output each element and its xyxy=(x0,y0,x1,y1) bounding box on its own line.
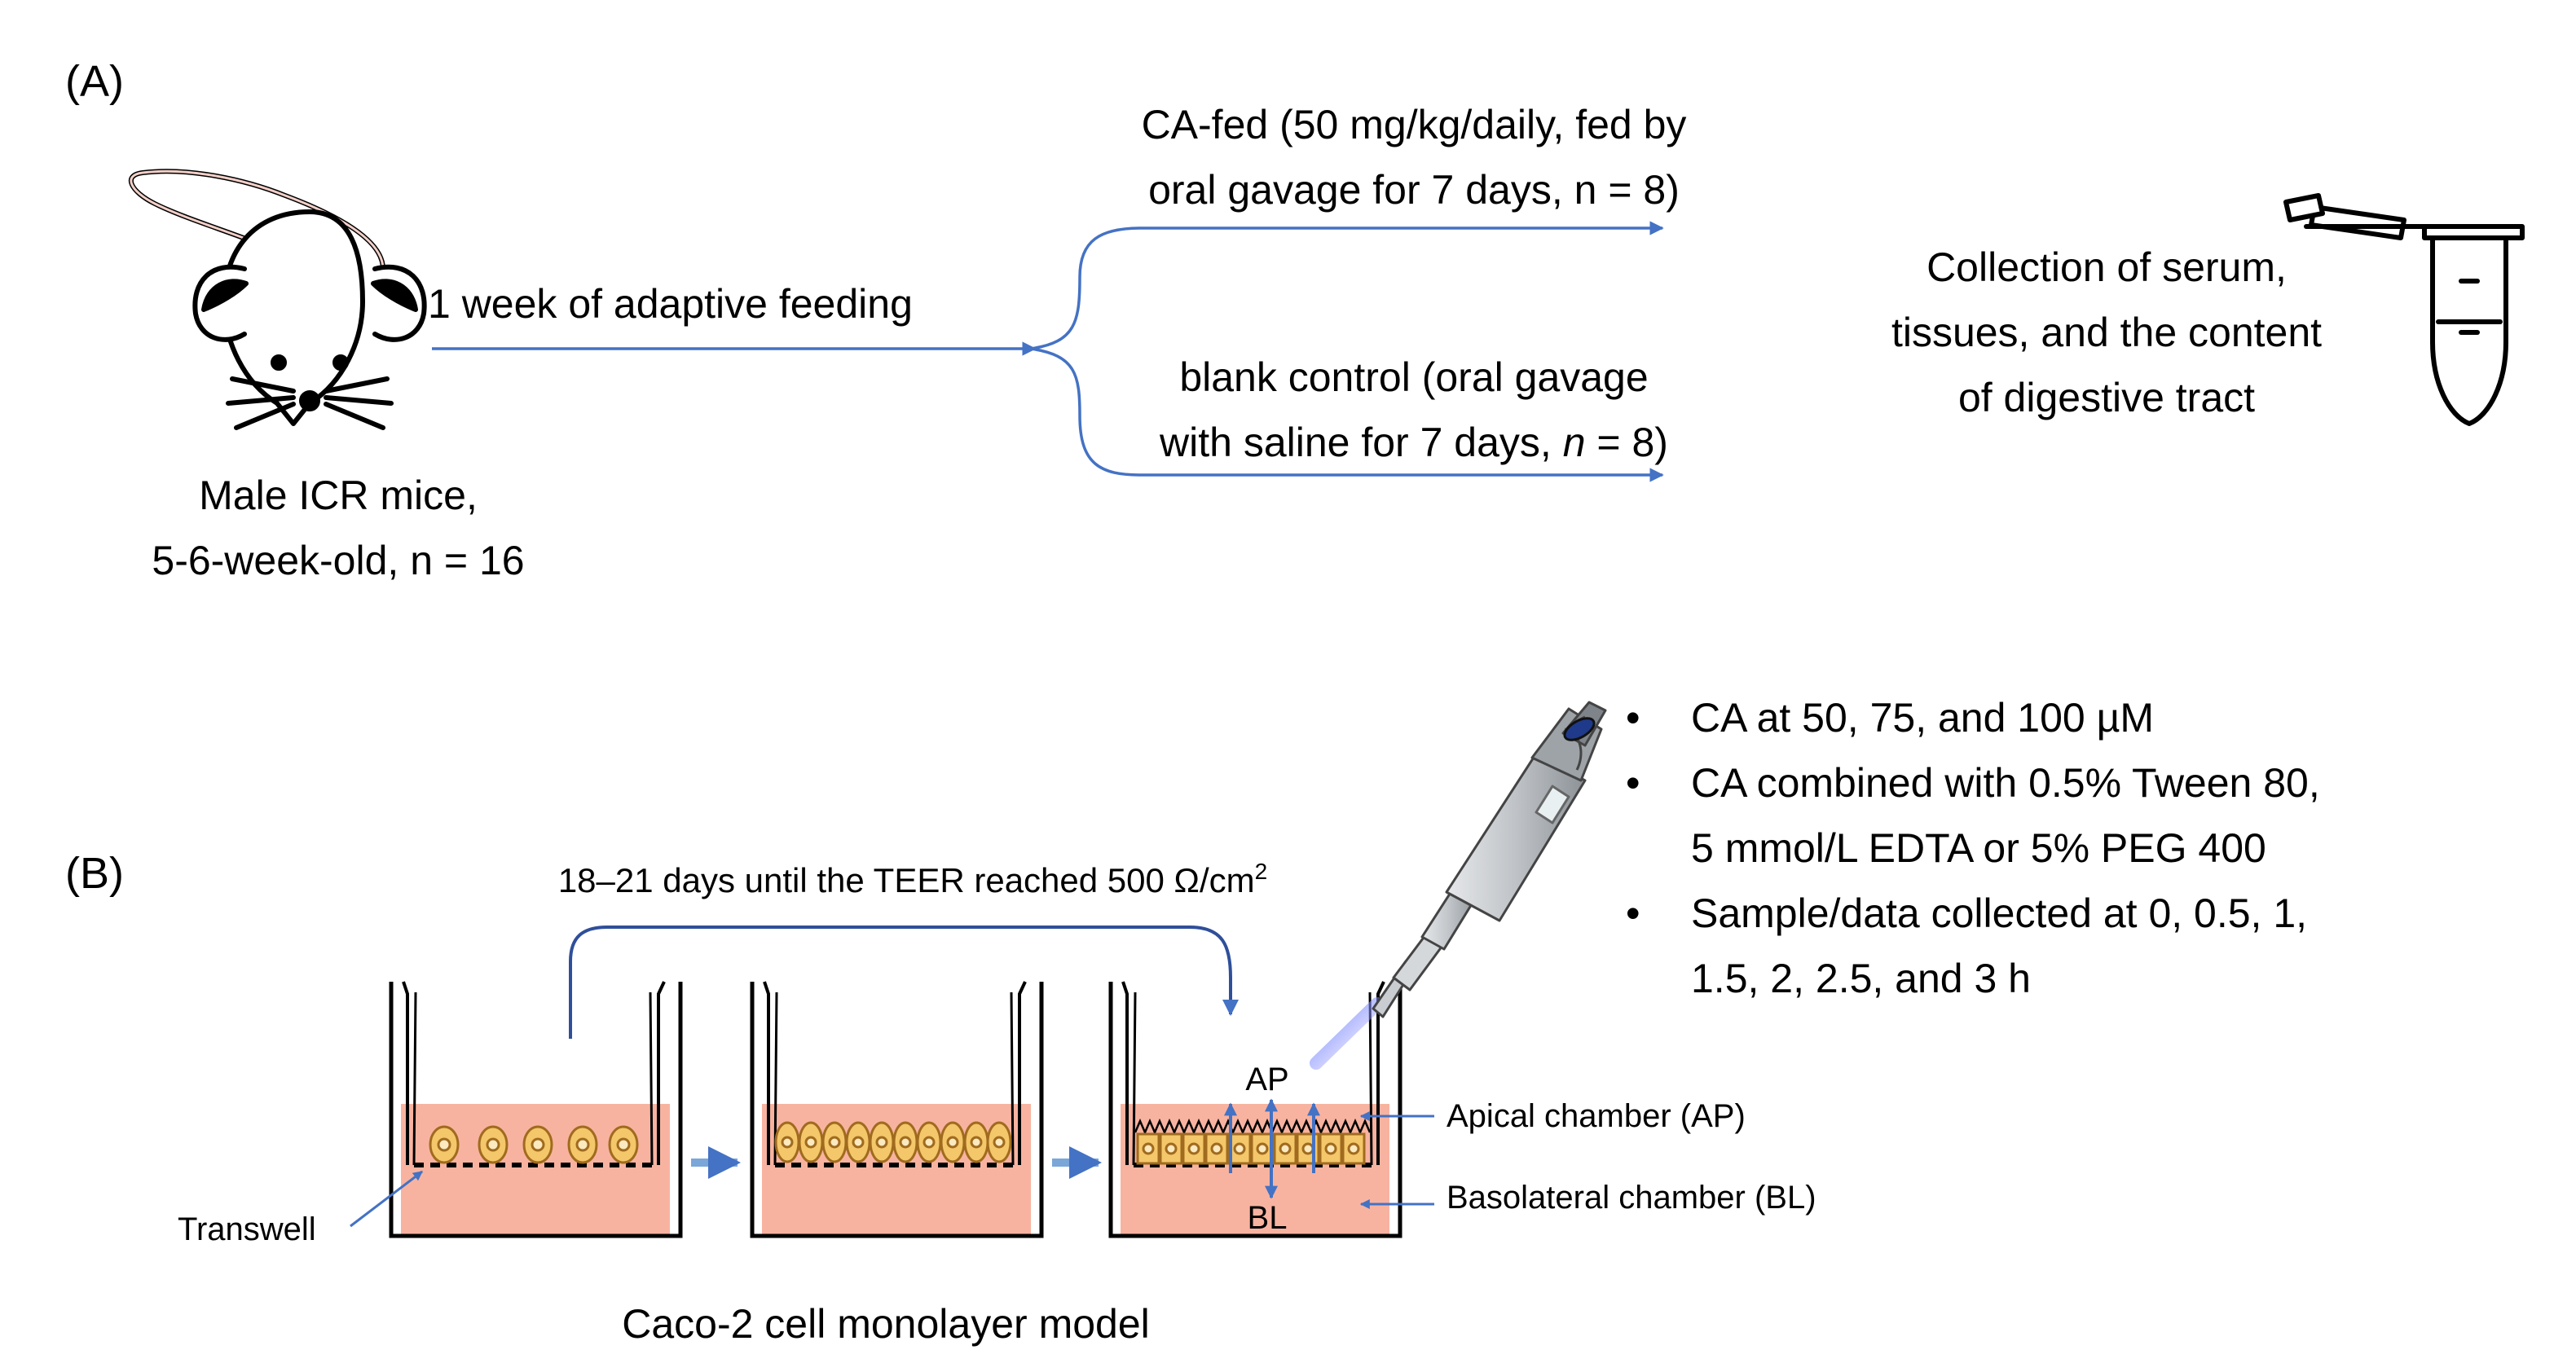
basolateral-chamber-label: Basolateral chamber (BL) xyxy=(1447,1180,1816,1216)
transwell-2 xyxy=(750,981,1044,1238)
pipette-icon xyxy=(1310,701,1607,1070)
blank-control-n: n xyxy=(1563,420,1586,465)
bullet-2-line-2: 5 mmol/L EDTA or 5% PEG 400 xyxy=(1691,825,2266,871)
bullet-list: • CA at 50, 75, and 100 µM • CA combined… xyxy=(1626,695,2320,1001)
ap-label: AP xyxy=(1245,1062,1288,1097)
transwell-1 xyxy=(389,981,683,1238)
bullet-1-line-1: CA at 50, 75, and 100 µM xyxy=(1691,695,2154,741)
monolayer-cells xyxy=(1136,1132,1366,1165)
blank-control-suffix: = 8) xyxy=(1586,420,1668,465)
transwell-3 xyxy=(1108,981,1402,1238)
dense-cells xyxy=(774,1121,1012,1163)
caco2-caption: Caco-2 cell monolayer model xyxy=(622,1301,1150,1347)
bullet-3-line-1: Sample/data collected at 0, 0.5, 1, xyxy=(1691,890,2307,936)
blank-control-line-2: with saline for 7 days, n = 8) xyxy=(1159,420,1668,465)
mouse-caption-line-1: Male ICR mice, xyxy=(199,473,478,518)
blank-control-prefix: with saline for 7 days, xyxy=(1159,420,1563,465)
bullet-dot-2: • xyxy=(1626,760,1640,806)
ca-fed-branch-arrow xyxy=(1030,221,1664,350)
sparse-cells xyxy=(429,1125,639,1164)
transwell-label: Transwell xyxy=(178,1211,316,1247)
bullet-2-line-1: CA combined with 0.5% Tween 80, xyxy=(1691,760,2320,806)
bullet-3-line-2: 1.5, 2, 2.5, and 3 h xyxy=(1691,956,2031,1001)
collection-line-2: tissues, and the content xyxy=(1891,310,2322,355)
teer-superscript: 2 xyxy=(1255,859,1268,884)
adaptive-feeding-label: 1 week of adaptive feeding xyxy=(428,281,913,327)
tube-icon xyxy=(2283,193,2525,426)
collection-line-3: of digestive tract xyxy=(1958,375,2255,420)
panel-a-label: (A) xyxy=(65,57,124,106)
panel-b-label: (B) xyxy=(65,849,124,898)
bl-label: BL xyxy=(1248,1200,1288,1236)
bullet-dot-1: • xyxy=(1626,695,1640,741)
ca-fed-line-2: oral gavage for 7 days, n = 8) xyxy=(1148,167,1680,213)
teer-text: 18–21 days until the TEER reached 500 Ω/… xyxy=(558,861,1255,899)
teer-label: 18–21 days until the TEER reached 500 Ω/… xyxy=(558,859,1267,899)
collection-line-1: Collection of serum, xyxy=(1926,244,2287,290)
ca-fed-line-1: CA-fed (50 mg/kg/daily, fed by xyxy=(1142,102,1687,147)
blank-control-branch-arrow xyxy=(1030,347,1664,482)
bullet-dot-3: • xyxy=(1626,890,1640,936)
mouse-caption-line-2: 5-6-week-old, n = 16 xyxy=(152,538,524,583)
blank-control-line-1: blank control (oral gavage xyxy=(1179,354,1648,400)
apical-chamber-label: Apical chamber (AP) xyxy=(1447,1098,1746,1134)
mouse-icon xyxy=(128,169,427,430)
microvilli xyxy=(1134,1118,1372,1136)
teer-arrow xyxy=(569,926,1239,1039)
